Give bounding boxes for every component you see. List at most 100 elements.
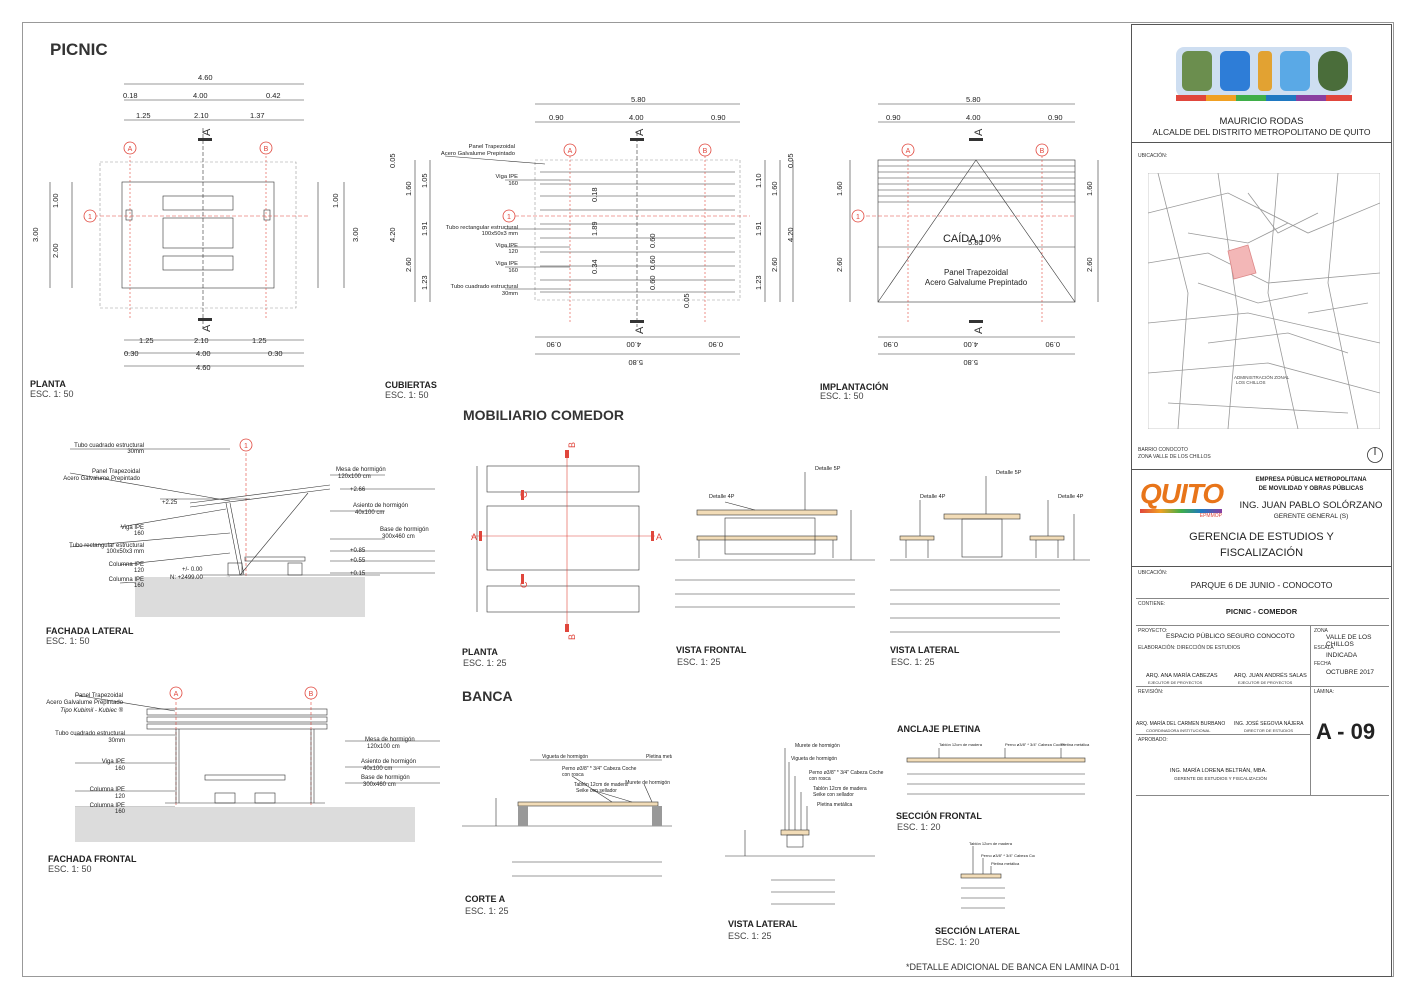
svg-text:+0.85: +0.85 xyxy=(350,548,366,554)
svg-text:Vigueta de hormigón: Vigueta de hormigón xyxy=(791,756,837,762)
vista-lateral-drawing: Detalle 4P Detalle 5P Detalle 4P xyxy=(890,470,1090,633)
svg-text:0.90: 0.90 xyxy=(886,113,901,122)
svg-text:4.00: 4.00 xyxy=(966,113,981,122)
gerente-name: ING. JUAN PABLO SOLÓRZANO xyxy=(1239,500,1383,511)
seccion-lateral-label: SECCIÓN LATERAL xyxy=(935,926,1020,936)
svg-text:2.60: 2.60 xyxy=(835,257,844,272)
svg-text:A: A xyxy=(906,148,911,155)
corte-a-label: CORTE A xyxy=(465,894,506,904)
svg-text:1.10: 1.10 xyxy=(754,173,763,188)
svg-text:1: 1 xyxy=(856,214,860,221)
svg-text:300x460 cm: 300x460 cm xyxy=(363,782,396,788)
svg-text:0.90: 0.90 xyxy=(708,340,723,349)
svg-text:0.05: 0.05 xyxy=(682,293,691,308)
banca-vista-lateral-label: VISTA LATERAL xyxy=(728,919,798,929)
svg-text:40x100 cm: 40x100 cm xyxy=(355,510,384,516)
svg-text:100x50x3 mm: 100x50x3 mm xyxy=(482,231,519,237)
fachada-lateral-scale: ESC. 1: 50 xyxy=(46,636,90,646)
mob-planta-label: PLANTA xyxy=(462,647,498,657)
svg-text:Detalle 4P: Detalle 4P xyxy=(1058,494,1084,500)
svg-text:1.05: 1.05 xyxy=(420,173,429,188)
svg-text:Base de hormigón: Base de hormigón xyxy=(380,527,429,533)
svg-text:1.89: 1.89 xyxy=(590,221,599,236)
svg-text:A: A xyxy=(471,532,477,542)
svg-text:Acero Galvalume Prepintado: Acero Galvalume Prepintado xyxy=(441,151,515,157)
vista-frontal-label: VISTA FRONTAL xyxy=(676,645,747,655)
svg-text:Pletina metálica: Pletina metálica xyxy=(1061,742,1090,747)
svg-text:Columna IPE: Columna IPE xyxy=(109,562,144,568)
implantacion-drawing: 5.80 0.90 4.00 0.90 5.80 0.90 4.00 0.90 … xyxy=(835,95,1099,367)
svg-text:Acero Galvalume Prepintado: Acero Galvalume Prepintado xyxy=(46,700,123,706)
fachada-frontal-drawing: A B Panel Trapezoidal Acero Galvalume Pr… xyxy=(46,686,440,842)
contiene-value: PICNIC - COMEDOR xyxy=(1225,607,1298,616)
svg-text:100x50x3 mm: 100x50x3 mm xyxy=(106,549,144,555)
title-block: MAURICIO RODAS ALCALDE DEL DISTRITO METR… xyxy=(1131,24,1392,977)
svg-text:Panel Trapezoidal: Panel Trapezoidal xyxy=(944,268,1008,277)
svg-text:con rosca: con rosca xyxy=(562,772,584,778)
fachada-frontal-scale: ESC. 1: 50 xyxy=(48,864,92,874)
svg-text:A: A xyxy=(174,691,179,698)
svg-text:1: 1 xyxy=(244,443,248,450)
drawing-sheet xyxy=(22,22,1394,977)
svg-text:Tablón 12cm de madera: Tablón 12cm de madera xyxy=(939,742,983,747)
quito-logo xyxy=(1176,41,1352,105)
svg-text:1.60: 1.60 xyxy=(1085,181,1094,196)
svg-text:B: B xyxy=(264,146,269,153)
svg-text:Murete de hormigón: Murete de hormigón xyxy=(795,743,840,749)
fachada-frontal-label: FACHADA FRONTAL xyxy=(48,854,137,864)
svg-text:A: A xyxy=(973,128,985,136)
svg-text:Detalle 5P: Detalle 5P xyxy=(815,466,841,472)
svg-text:Tablón 12cm de madera: Tablón 12cm de madera xyxy=(574,782,628,788)
svg-text:30mm: 30mm xyxy=(502,291,518,297)
svg-text:Panel Trapezoidal: Panel Trapezoidal xyxy=(92,469,140,475)
svg-text:Acero Galvalume Prepintado: Acero Galvalume Prepintado xyxy=(925,278,1028,287)
cubiertas-scale: ESC. 1: 50 xyxy=(385,390,429,400)
svg-text:Tubo rectangular estructural: Tubo rectangular estructural xyxy=(69,543,144,549)
svg-text:Tubo rectangular estructural: Tubo rectangular estructural xyxy=(446,225,518,231)
svg-text:Viga IPE: Viga IPE xyxy=(121,525,144,531)
svg-text:Viga IPE: Viga IPE xyxy=(496,243,519,249)
svg-text:Perno ø3/8" * 3/4" Cabeza Coch: Perno ø3/8" * 3/4" Cabeza Coche xyxy=(809,770,884,776)
svg-text:B: B xyxy=(567,442,577,448)
seccion-lateral-scale: ESC. 1: 20 xyxy=(936,937,980,947)
mob-planta-scale: ESC. 1: 25 xyxy=(463,658,507,668)
svg-text:5.80: 5.80 xyxy=(966,95,981,104)
svg-text:B: B xyxy=(703,148,708,155)
svg-text:4.00: 4.00 xyxy=(963,340,978,349)
svg-text:Columna IPE: Columna IPE xyxy=(90,787,125,793)
svg-text:+2.25: +2.25 xyxy=(162,500,178,506)
fachada-lateral-drawing: 1 Tubo cuadrado estructural 30mm Panel T… xyxy=(63,438,435,617)
svg-text:Seike con sellador: Seike con sellador xyxy=(576,788,617,794)
alcalde-name: MAURICIO RODAS xyxy=(1219,116,1304,127)
svg-text:A: A xyxy=(634,128,646,136)
zona-label: ZONA VALLE DE LOS CHILLOS xyxy=(1138,454,1211,460)
svg-text:B: B xyxy=(1040,148,1045,155)
cut-marker xyxy=(198,138,212,141)
seccion-frontal-label: SECCIÓN FRONTAL xyxy=(896,811,982,821)
svg-text:1.25: 1.25 xyxy=(136,111,151,120)
svg-text:120x100 cm: 120x100 cm xyxy=(367,744,400,750)
svg-text:0.60: 0.60 xyxy=(648,275,657,290)
svg-text:+2.66: +2.66 xyxy=(350,487,366,493)
svg-text:4.60: 4.60 xyxy=(196,363,211,372)
svg-text:0.30: 0.30 xyxy=(124,349,139,358)
svg-text:2.60: 2.60 xyxy=(770,257,779,272)
svg-text:Asiento de hormigón: Asiento de hormigón xyxy=(361,759,416,765)
svg-text:Tubo cuadrado estructural: Tubo cuadrado estructural xyxy=(451,284,518,290)
svg-text:Panel Trapezoidal: Panel Trapezoidal xyxy=(469,144,515,150)
ubicacion-label: UBICACIÓN: xyxy=(1138,153,1168,159)
svg-text:120x100 cm: 120x100 cm xyxy=(338,474,371,480)
svg-text:1.60: 1.60 xyxy=(835,181,844,196)
svg-text:Columna IPE: Columna IPE xyxy=(109,577,144,583)
svg-text:0.18: 0.18 xyxy=(123,91,138,100)
site-highlight xyxy=(1227,244,1257,280)
svg-text:30mm: 30mm xyxy=(127,449,144,455)
svg-text:4.00: 4.00 xyxy=(196,349,211,358)
svg-text:4.00: 4.00 xyxy=(193,91,208,100)
svg-text:160: 160 xyxy=(115,809,126,815)
svg-text:Detalle 5P: Detalle 5P xyxy=(996,470,1022,476)
banca-vista-lateral-scale: ESC. 1: 25 xyxy=(728,931,772,941)
svg-text:4.00: 4.00 xyxy=(629,113,644,122)
barrio-label: BARRIO CONOCOTO xyxy=(1138,447,1188,453)
corte-a-scale: ESC. 1: 25 xyxy=(465,906,509,916)
